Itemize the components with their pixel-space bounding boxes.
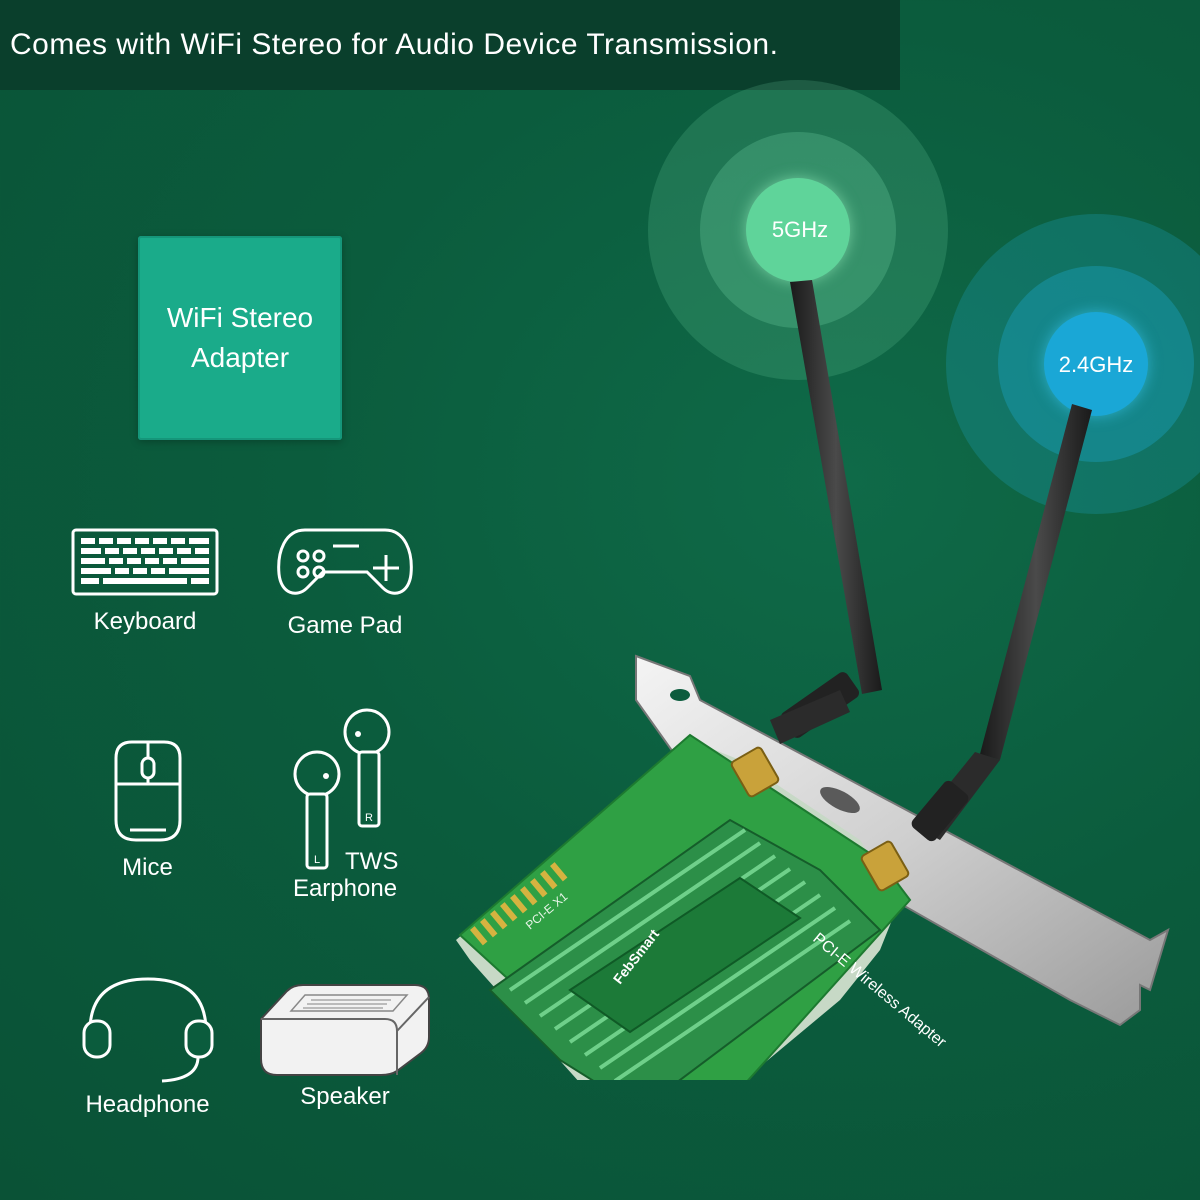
wifi-stereo-adapter-card: WiFi Stereo Adapter [138, 236, 342, 440]
headphone-label: Headphone [85, 1091, 210, 1118]
device-tws-earphone: R L TWS Earphone [285, 706, 405, 902]
banner-text: Comes with WiFi Stereo for Audio Device … [10, 28, 779, 61]
earbuds-icon: R L [293, 708, 391, 870]
gamepad-icon [277, 528, 413, 595]
antenna-5ghz [770, 280, 882, 744]
header-banner: Comes with WiFi Stereo for Audio Device … [0, 0, 900, 90]
device-headphone: Headphone [75, 975, 220, 1118]
device-keyboard: Keyboard [70, 528, 220, 635]
headphone-icon [82, 977, 213, 1083]
earbud-r-mark: R [365, 812, 373, 824]
heatsink: FebSmart [488, 818, 882, 1080]
speaker-icon [260, 984, 430, 1076]
band-24ghz-label: 2.4GHz [1058, 352, 1134, 377]
adapter-card-line2: Adapter [190, 342, 290, 373]
signal-dot-5ghz [746, 178, 850, 282]
signal-dot-24ghz [1044, 312, 1148, 416]
band-5ghz-label: 5GHz [771, 217, 829, 242]
device-mice: Mice [90, 738, 205, 881]
antenna-24ghz [911, 404, 1092, 842]
mouse-icon [114, 740, 181, 842]
speaker-label: Speaker [300, 1083, 390, 1110]
mice-label: Mice [122, 854, 173, 881]
tws-label: TWS [345, 848, 399, 875]
device-speaker: Speaker [255, 975, 435, 1110]
earphone-label: Earphone [292, 875, 398, 902]
earbud-l-mark: L [314, 854, 320, 866]
gamepad-label: Game Pad [287, 612, 403, 639]
device-gamepad: Game Pad [270, 522, 420, 639]
keyboard-label: Keyboard [93, 608, 197, 635]
keyboard-icon [71, 528, 219, 596]
pcie-wifi-adapter-image: PCI-E X1 FebSmart PCI-E Wireless Adapter [456, 280, 1170, 1080]
adapter-card-line1: WiFi Stereo [166, 302, 314, 333]
